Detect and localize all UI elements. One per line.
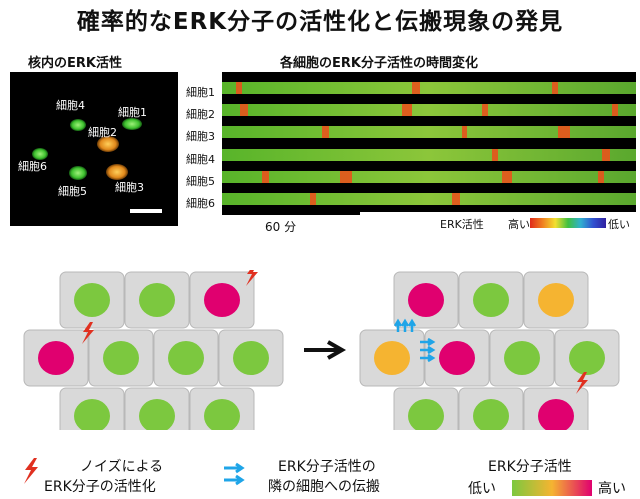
nucleus-4 <box>70 119 86 131</box>
bolt-left-2 <box>82 322 94 344</box>
colorbar <box>530 218 606 228</box>
nucleus-1 <box>122 118 142 130</box>
kymo-row-1 <box>222 82 636 94</box>
propagation-legend-icon <box>224 462 245 486</box>
left-r1c0-nucleus <box>38 341 74 375</box>
legend-activity-low: 低い <box>468 481 496 497</box>
nucleus-6 <box>32 148 48 160</box>
legend-noise-2: ERK分子の活性化 <box>44 479 156 495</box>
kymo-pulses <box>236 82 618 205</box>
row-label-1: 細胞1 <box>186 86 215 99</box>
bolt-legend-icon <box>24 458 38 484</box>
nucleus-2 <box>97 136 119 152</box>
left-r0c2-nucleus <box>204 283 240 317</box>
right-r0c2-nucleus <box>538 283 574 317</box>
right-r2c0-nucleus <box>408 399 444 430</box>
right-r1c2-nucleus <box>504 341 540 375</box>
right-r2c1-nucleus <box>473 399 509 430</box>
right-panel-heading: 各細胞のERK分子活性の時間変化 <box>280 56 478 71</box>
legend-prop-2: 隣の細胞への伝搬 <box>268 479 380 495</box>
time-scale-bar <box>222 212 360 215</box>
activity-label: ERK活性 <box>440 218 484 231</box>
legend-activity-title: ERK分子活性 <box>488 459 572 475</box>
kymograph <box>222 72 636 212</box>
label-cell-1: 細胞1 <box>118 106 147 119</box>
left-r1c3-nucleus <box>233 341 269 375</box>
left-r2c0-nucleus <box>74 399 110 430</box>
kymo-row-6 <box>222 193 636 205</box>
time-scale-label: 60 分 <box>265 220 297 234</box>
cells-group <box>23 270 620 430</box>
row-label-6: 細胞6 <box>186 197 215 210</box>
label-cell-6: 細胞6 <box>18 160 47 173</box>
row-label-3: 細胞3 <box>186 130 215 143</box>
nuclei-svg <box>32 118 162 213</box>
left-r2c2-nucleus <box>204 399 240 430</box>
nucleus-3 <box>106 164 128 180</box>
label-cell-4: 細胞4 <box>56 99 85 112</box>
row-label-4: 細胞4 <box>186 153 215 166</box>
left-r2c1-nucleus <box>139 399 175 430</box>
row-label-2: 細胞2 <box>186 108 215 121</box>
colorbar-low: 低い <box>608 218 630 231</box>
prop-arrow-up-1 <box>400 318 410 332</box>
right-r0c0-nucleus <box>408 283 444 317</box>
prop-arrow-right-2 <box>420 353 436 363</box>
right-r0c1-nucleus <box>473 283 509 317</box>
kymo-row-2 <box>222 104 636 116</box>
scale-bar <box>130 209 162 213</box>
prop-arrow-up-2 <box>407 318 417 332</box>
right-r1c0-nucleus <box>374 341 410 375</box>
legend-noise-1: ノイズによる <box>80 459 164 475</box>
kymo-row-3 <box>222 126 636 138</box>
prop-arrow-right-1 <box>420 345 436 355</box>
microscopy-image <box>10 72 178 226</box>
kymo-row-5 <box>222 171 636 183</box>
kymograph-svg <box>222 82 636 205</box>
page-title: 確率的なERK分子の活性化と伝搬現象の発見 <box>76 9 564 35</box>
cell-sheet-diagram <box>23 270 620 430</box>
left-r1c2-nucleus <box>168 341 204 375</box>
right-r1c1-nucleus <box>439 341 475 375</box>
transition-arrow <box>304 340 347 360</box>
bolt-right <box>576 372 588 394</box>
left-r0c1-nucleus <box>139 283 175 317</box>
legend-activity-gradient <box>512 480 592 496</box>
label-cell-5: 細胞5 <box>58 185 87 198</box>
row-label-5: 細胞5 <box>186 175 215 188</box>
right-r1c3-nucleus <box>569 341 605 375</box>
label-cell-2: 細胞2 <box>88 126 117 139</box>
left-r1c1-nucleus <box>103 341 139 375</box>
legend-prop-1: ERK分子活性の <box>278 459 376 475</box>
kymo-row-4 <box>222 149 636 161</box>
right-r2c2-nucleus <box>538 399 574 430</box>
nucleus-5 <box>69 166 87 180</box>
label-cell-3: 細胞3 <box>115 181 144 194</box>
prop-arrow-right-0 <box>420 337 436 347</box>
prop-arrow-up-0 <box>393 318 403 332</box>
legend-activity-high: 高い <box>598 481 626 497</box>
left-panel-heading: 核内のERK活性 <box>28 56 122 71</box>
bolt-left-1 <box>246 270 258 286</box>
colorbar-high: 高い <box>508 218 530 231</box>
left-r0c0-nucleus <box>74 283 110 317</box>
